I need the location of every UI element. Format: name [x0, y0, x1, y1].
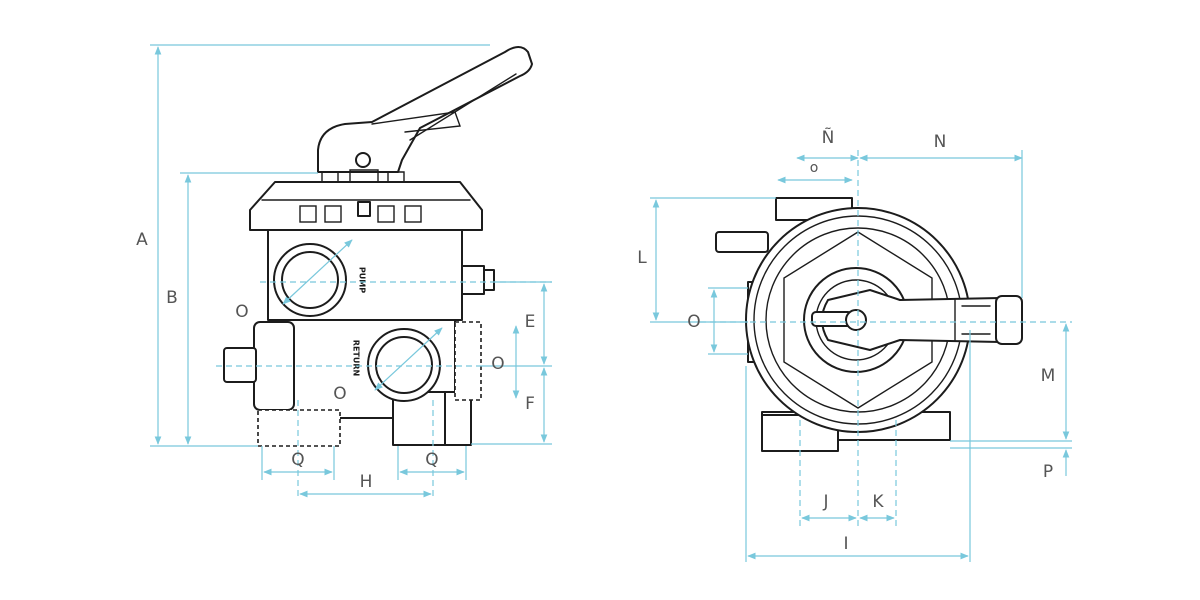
handle-pivot: [355, 152, 371, 168]
lid-hinge-bumps: [321, 169, 405, 183]
lid-tab-3: [377, 205, 395, 223]
dim-o-top-label: O: [235, 302, 248, 322]
dim-e-label: E: [525, 312, 536, 332]
dim-j-label: J: [822, 492, 828, 512]
dim-q-left-label: Q: [291, 450, 304, 470]
dim-o-return-label: O: [333, 384, 346, 404]
dim-m-label: M: [1041, 366, 1056, 386]
dim-o-small-label: o: [810, 160, 819, 176]
dim-a-label: A: [136, 230, 148, 250]
dim-n-tilde-label: Ñ: [822, 126, 835, 148]
top-handle-tip: [995, 295, 1023, 345]
hidden-port-left: [257, 409, 341, 447]
gauge-nut: [483, 269, 495, 291]
gauge-stub: [461, 265, 485, 295]
dim-n-label: N: [934, 132, 947, 152]
dim-b-label: B: [166, 288, 178, 308]
hidden-port-right: [454, 321, 482, 401]
dim-o-mid-label: O: [491, 354, 504, 374]
waste-port-nipple: [223, 347, 257, 383]
dim-o-pump-diag: [282, 239, 353, 305]
lid-star-cover: [783, 231, 933, 409]
dim-p-label: P: [1043, 462, 1053, 482]
dim-f-label: F: [525, 394, 535, 414]
dim-k-label: K: [872, 492, 884, 512]
valve-handle: [317, 46, 533, 173]
dim-o-side-label: O: [687, 312, 700, 332]
lid-tab-1: [299, 205, 317, 223]
lid-tab-4: [404, 205, 422, 223]
handle-grip-edge: [409, 73, 517, 141]
top-view: [715, 197, 1023, 452]
lid-tab-2: [324, 205, 342, 223]
dim-q-right-label: Q: [425, 450, 438, 470]
top-view-dimensions: Ñ N o L O M P J K I: [637, 126, 1072, 562]
dim-o-return-diag: [374, 327, 443, 391]
dim-h-label: H: [360, 472, 373, 492]
pump-label: PUMP: [358, 267, 367, 293]
lid-indicator: [357, 201, 371, 217]
hub-knob: [845, 309, 867, 331]
side-view-dimensions: A B E F O O O Q Q: [136, 44, 552, 500]
dim-i-label: I: [843, 534, 848, 554]
dim-l-label: L: [637, 248, 647, 268]
waste-nipple-top: [715, 231, 769, 253]
return-label: RETURN: [352, 340, 361, 376]
handle-grip-line: [371, 111, 461, 133]
top-handle-grip: [954, 299, 991, 341]
side-view: PUMP RETURN: [223, 46, 533, 447]
